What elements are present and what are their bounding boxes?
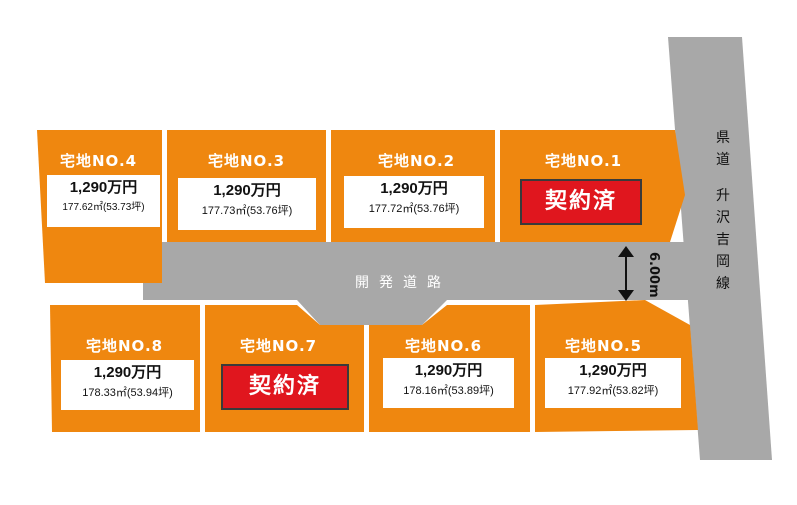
lot-no4-area: 177.62㎡(53.73坪)	[62, 202, 145, 213]
lot-no3-area: 177.73㎡(53.76坪)	[201, 205, 293, 217]
lot-no4-price: 1,290万円	[69, 179, 138, 196]
road-width-arrow	[618, 246, 634, 301]
lot-no2-info: 1,290万円 177.72㎡(53.76坪)	[344, 176, 484, 228]
lot-no7-title: 宅地NO.7	[240, 337, 318, 355]
lot-no4-title: 宅地NO.4	[60, 152, 138, 170]
lot-no5-area: 177.92㎡(53.82坪)	[567, 385, 659, 397]
lot-no8-price: 1,290万円	[93, 364, 162, 381]
development-road	[143, 242, 690, 325]
lot-no3-price: 1,290万円	[213, 182, 281, 199]
lot-no5-title: 宅地NO.5	[565, 337, 643, 355]
prefectural-road-label-2: 升沢吉岡線	[716, 188, 730, 292]
lot-no2-price: 1,290万円	[380, 180, 448, 197]
lot-no3-title: 宅地NO.3	[208, 152, 286, 170]
lot-no2-title: 宅地NO.2	[378, 152, 456, 170]
lot-no6-price: 1,290万円	[414, 362, 483, 379]
lot-no6-info: 1,290万円 178.16㎡(53.89坪)	[383, 358, 514, 408]
lot-no5-info: 1,290万円 177.92㎡(53.82坪)	[545, 358, 681, 408]
road-width-label: 6.00m	[646, 252, 661, 298]
lot-no1-title: 宅地NO.1	[545, 152, 623, 170]
lot-no5-price: 1,290万円	[579, 362, 647, 379]
lot-no6-title: 宅地NO.6	[405, 337, 483, 355]
lot-no6-area: 178.16㎡(53.89坪)	[403, 385, 494, 397]
lot-no3-info: 1,290万円 177.73㎡(53.76坪)	[178, 178, 316, 230]
prefectural-road-label-1: 県道	[716, 130, 730, 168]
development-road-label: 開発道路	[355, 275, 451, 291]
lot-no4-info: 1,290万円 177.62㎡(53.73坪)	[47, 175, 160, 227]
lot-no7-sold-badge: 契約済	[221, 364, 349, 410]
prefectural-road	[668, 37, 772, 460]
lot-no8-title: 宅地NO.8	[86, 337, 164, 355]
lot-no8-area: 178.33㎡(53.94坪)	[82, 387, 173, 399]
lot-no8-info: 1,290万円 178.33㎡(53.94坪)	[61, 360, 194, 410]
lot-no2-area: 177.72㎡(53.76坪)	[368, 203, 460, 215]
lot-no1-sold-badge: 契約済	[520, 179, 642, 225]
